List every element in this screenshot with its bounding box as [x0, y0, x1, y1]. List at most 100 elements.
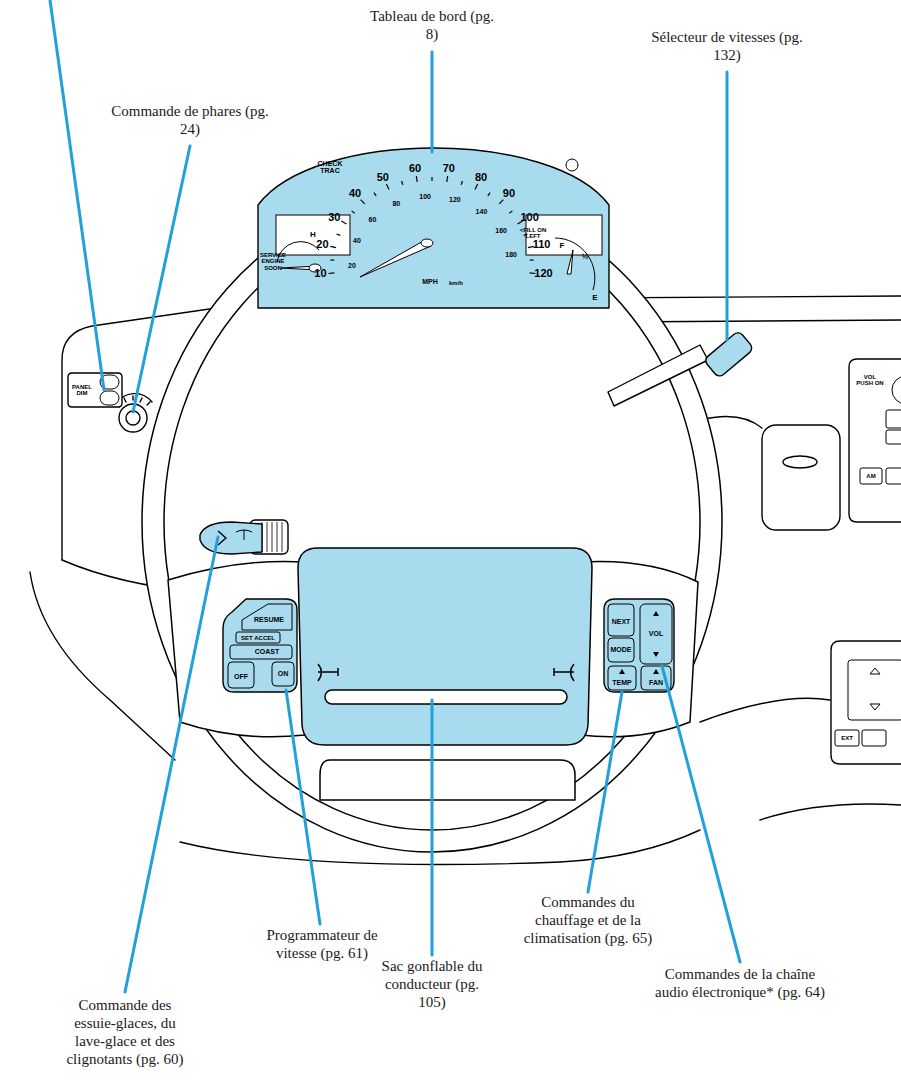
- steering-audio-climate-pad-outline: [619, 669, 625, 674]
- button-label: COAST: [255, 648, 280, 655]
- panel-dim-switch: PANEL DIM: [67, 372, 123, 408]
- gauge-label: 140: [476, 208, 488, 215]
- button-label: SET ACCEL: [241, 635, 275, 641]
- instrument-cluster-outline: [341, 221, 346, 224]
- gauge-label: ½: [582, 253, 589, 261]
- gauge-label: 20: [348, 263, 356, 270]
- cruise-control-pad-outline: [230, 645, 292, 659]
- wiper-stalk: [200, 520, 288, 554]
- gauge-label: 60: [409, 163, 421, 175]
- steering-wheel: [580, 561, 698, 736]
- instrument-cluster-outline: [329, 176, 536, 274]
- instrument-cluster-outline: [488, 193, 490, 196]
- airbag-hub: [554, 664, 574, 681]
- radio-panel-outline: [886, 410, 901, 428]
- gauge-label: 40: [353, 238, 361, 245]
- instrument-cluster-outline: [499, 200, 503, 204]
- steering-audio-climate-pad: NEXTMODEVOLTEMPFAN: [603, 598, 675, 693]
- steering-audio-climate-pad-outline: [653, 669, 659, 674]
- leader-line: [431, 700, 434, 955]
- wiper-stalk: [218, 531, 226, 545]
- dashboard-outline: [783, 456, 817, 468]
- instrument-cluster-outline: [374, 193, 376, 196]
- gauge-label: MPH: [422, 278, 438, 285]
- gauge-label: E: [592, 294, 597, 302]
- cruise-control-pad-outline: [236, 632, 280, 643]
- callout-label: Commande de phares (pg. 24): [110, 102, 270, 138]
- instrument-cluster-outline: [416, 176, 418, 182]
- instrument-cluster-outline: [421, 239, 433, 247]
- wiper-stalk: [200, 522, 262, 554]
- instrument-cluster-outline: [337, 234, 341, 235]
- callout-label: Commandes de la chaîne audio électroniqu…: [654, 965, 826, 1001]
- gauge-label: 180: [505, 251, 517, 258]
- panel-dim-switch-outline: [67, 372, 123, 408]
- instrument-cluster-outline: [555, 238, 595, 290]
- leader-line: [50, 0, 104, 390]
- instrument-cluster-outline: [509, 211, 512, 213]
- instrument-cluster-outline: [330, 259, 334, 260]
- button-label: VOL: [649, 630, 663, 637]
- panel-dim-switch-outline: [100, 375, 119, 405]
- callout-label: Tableau de bord (pg. 8): [370, 7, 495, 43]
- gauge-label: 80: [392, 200, 400, 207]
- panel-dim-switch-outline: [100, 375, 119, 389]
- instrument-cluster-outline: [461, 181, 462, 185]
- gear-selector: [703, 330, 754, 378]
- climate-control-panel-outline: [848, 660, 901, 720]
- button-label: EXT: [841, 735, 853, 741]
- gauge-label: 40: [349, 189, 361, 201]
- gauge-label: 70: [443, 163, 455, 175]
- cruise-control-pad-outline: [222, 598, 298, 693]
- button-label: TEMP: [612, 679, 631, 686]
- instrument-cluster-outline: [386, 184, 389, 189]
- leader-line: [133, 146, 190, 412]
- gauge-label: 120: [449, 196, 461, 203]
- leader-line: [286, 690, 320, 924]
- cruise-control-pad-outline: [272, 662, 294, 686]
- instrument-cluster-outline: [566, 159, 578, 171]
- button-label: NEXT: [612, 618, 631, 625]
- leader-line: [588, 692, 622, 892]
- climate-control-panel-outline: [870, 668, 880, 710]
- instrument-cluster-outline: [330, 246, 336, 247]
- button-label: OFF: [234, 673, 248, 680]
- climate-control-panel-outline: [830, 640, 901, 765]
- gauge-label: 120: [534, 268, 552, 280]
- steering-wheel: [168, 561, 305, 736]
- gauge-label: 60: [369, 216, 377, 223]
- gauge-label: F: [560, 242, 565, 250]
- button-label: MODE: [611, 646, 632, 653]
- gear-selector: [608, 330, 754, 406]
- instrument-cluster-outline: [530, 259, 534, 260]
- gauge-label: CHECK TRAC: [315, 160, 345, 175]
- climate-control-panel-outline: [835, 660, 901, 746]
- gauge-label: 100: [419, 194, 431, 201]
- button-label: RESUME: [254, 616, 284, 623]
- callout-label: Commandes du chauffage et de la climatis…: [523, 893, 653, 947]
- button-label: AM: [866, 473, 875, 479]
- climate-control-panel: EXT: [830, 640, 901, 765]
- cruise-control-pad-outline: [223, 599, 297, 692]
- gauge-label: <FILL ON LEFT: [516, 227, 550, 240]
- steering-audio-climate-pad-outline: [653, 652, 659, 657]
- gear-selector: [703, 330, 754, 378]
- panel-dim-switch-outline: [100, 391, 119, 405]
- leader-line: [50, 0, 740, 992]
- steering-audio-climate-pad-outline: [603, 598, 675, 693]
- instrument-cluster-outline: [431, 177, 432, 181]
- instrument-cluster-outline: [329, 272, 335, 274]
- callout-label: Programmateur de vitesse (pg. 61): [255, 926, 390, 962]
- instrument-cluster-outline: [258, 148, 609, 308]
- gauge-label: 160: [495, 227, 507, 234]
- instrument-cluster-outline: [360, 240, 431, 277]
- gauge-label: 110: [533, 239, 551, 251]
- instrument-cluster-outline: [402, 181, 403, 185]
- radio-panel: VOL PUSH ONAM: [848, 358, 901, 523]
- callout-label: Sac gonflable du conducteur (pg. 105): [380, 957, 485, 1011]
- radio-panel-outline: [886, 468, 901, 484]
- climate-control-panel-outline: [835, 730, 859, 746]
- leader-line: [125, 537, 218, 992]
- steering-audio-climate-pad-outline: [608, 666, 636, 690]
- airbag-hub: [325, 690, 567, 704]
